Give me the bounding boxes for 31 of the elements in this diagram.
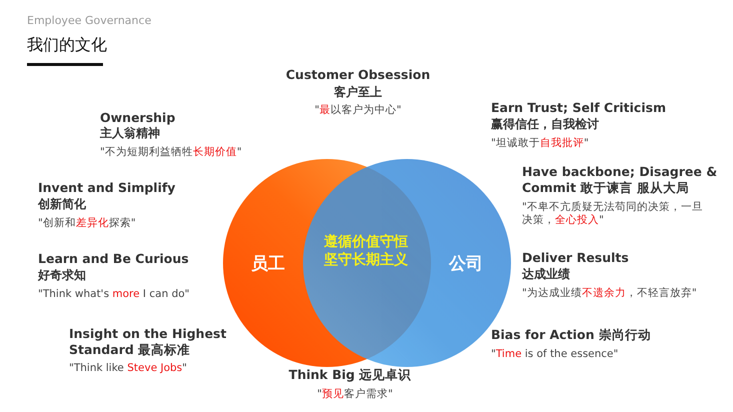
circle-label: 公司: [448, 252, 484, 274]
section-label: Employee Governance: [27, 14, 152, 28]
value-subheading: 创新简化: [38, 197, 87, 212]
value-subheading: 主人翁精神: [100, 126, 161, 141]
value-subheading: 赢得信任，自我检讨: [491, 117, 600, 132]
value-heading: Bias for Action 崇尚行动: [491, 327, 652, 343]
value-quote: "创新和差异化探索": [38, 217, 137, 230]
value-heading: Invent and Simplify: [38, 180, 176, 196]
value-subheading: 好奇求知: [38, 268, 87, 283]
value-quote: "坦诚敢于自我批评": [491, 137, 590, 150]
value-quote: "Time is of the essence": [491, 348, 620, 362]
circle-label: 员工: [250, 252, 286, 274]
value-quote: "Think like Steve Jobs": [69, 362, 188, 376]
value-heading: Ownership: [100, 110, 176, 126]
value-heading: Earn Trust; Self Criticism: [491, 100, 667, 116]
value-heading: Insight on the Highest Standard 最高标准: [69, 326, 228, 358]
value-quote: "预见客户需求": [316, 388, 394, 402]
value-heading: Customer Obsession: [284, 67, 432, 83]
slide-title: 我们的文化: [27, 35, 107, 56]
value-heading: Learn and Be Curious: [38, 251, 190, 267]
value-heading: Deliver Results: [522, 250, 630, 266]
value-heading: Have backbone; Disagree & Commit 敢于谏言 服从大局: [522, 164, 718, 196]
value-quote: "不卑不亢质疑无法苟同的决策，一旦决策，全心投入": [522, 201, 704, 228]
value-subheading: 达成业绩: [522, 267, 571, 282]
value-quote: "不为短期利益牺牲长期价值": [100, 146, 243, 160]
overlap-label: 遵循价值守恒坚守长期主义: [323, 234, 409, 269]
value-quote: "为达成业绩不遗余力，不轻言放弃": [522, 287, 698, 300]
value-subheading: 客户至上: [333, 85, 383, 100]
value-quote: "最以客户为中心": [314, 104, 402, 118]
value-heading: Think Big 远见卓识: [288, 367, 412, 383]
value-quote: "Think what's more I can do": [38, 288, 190, 302]
